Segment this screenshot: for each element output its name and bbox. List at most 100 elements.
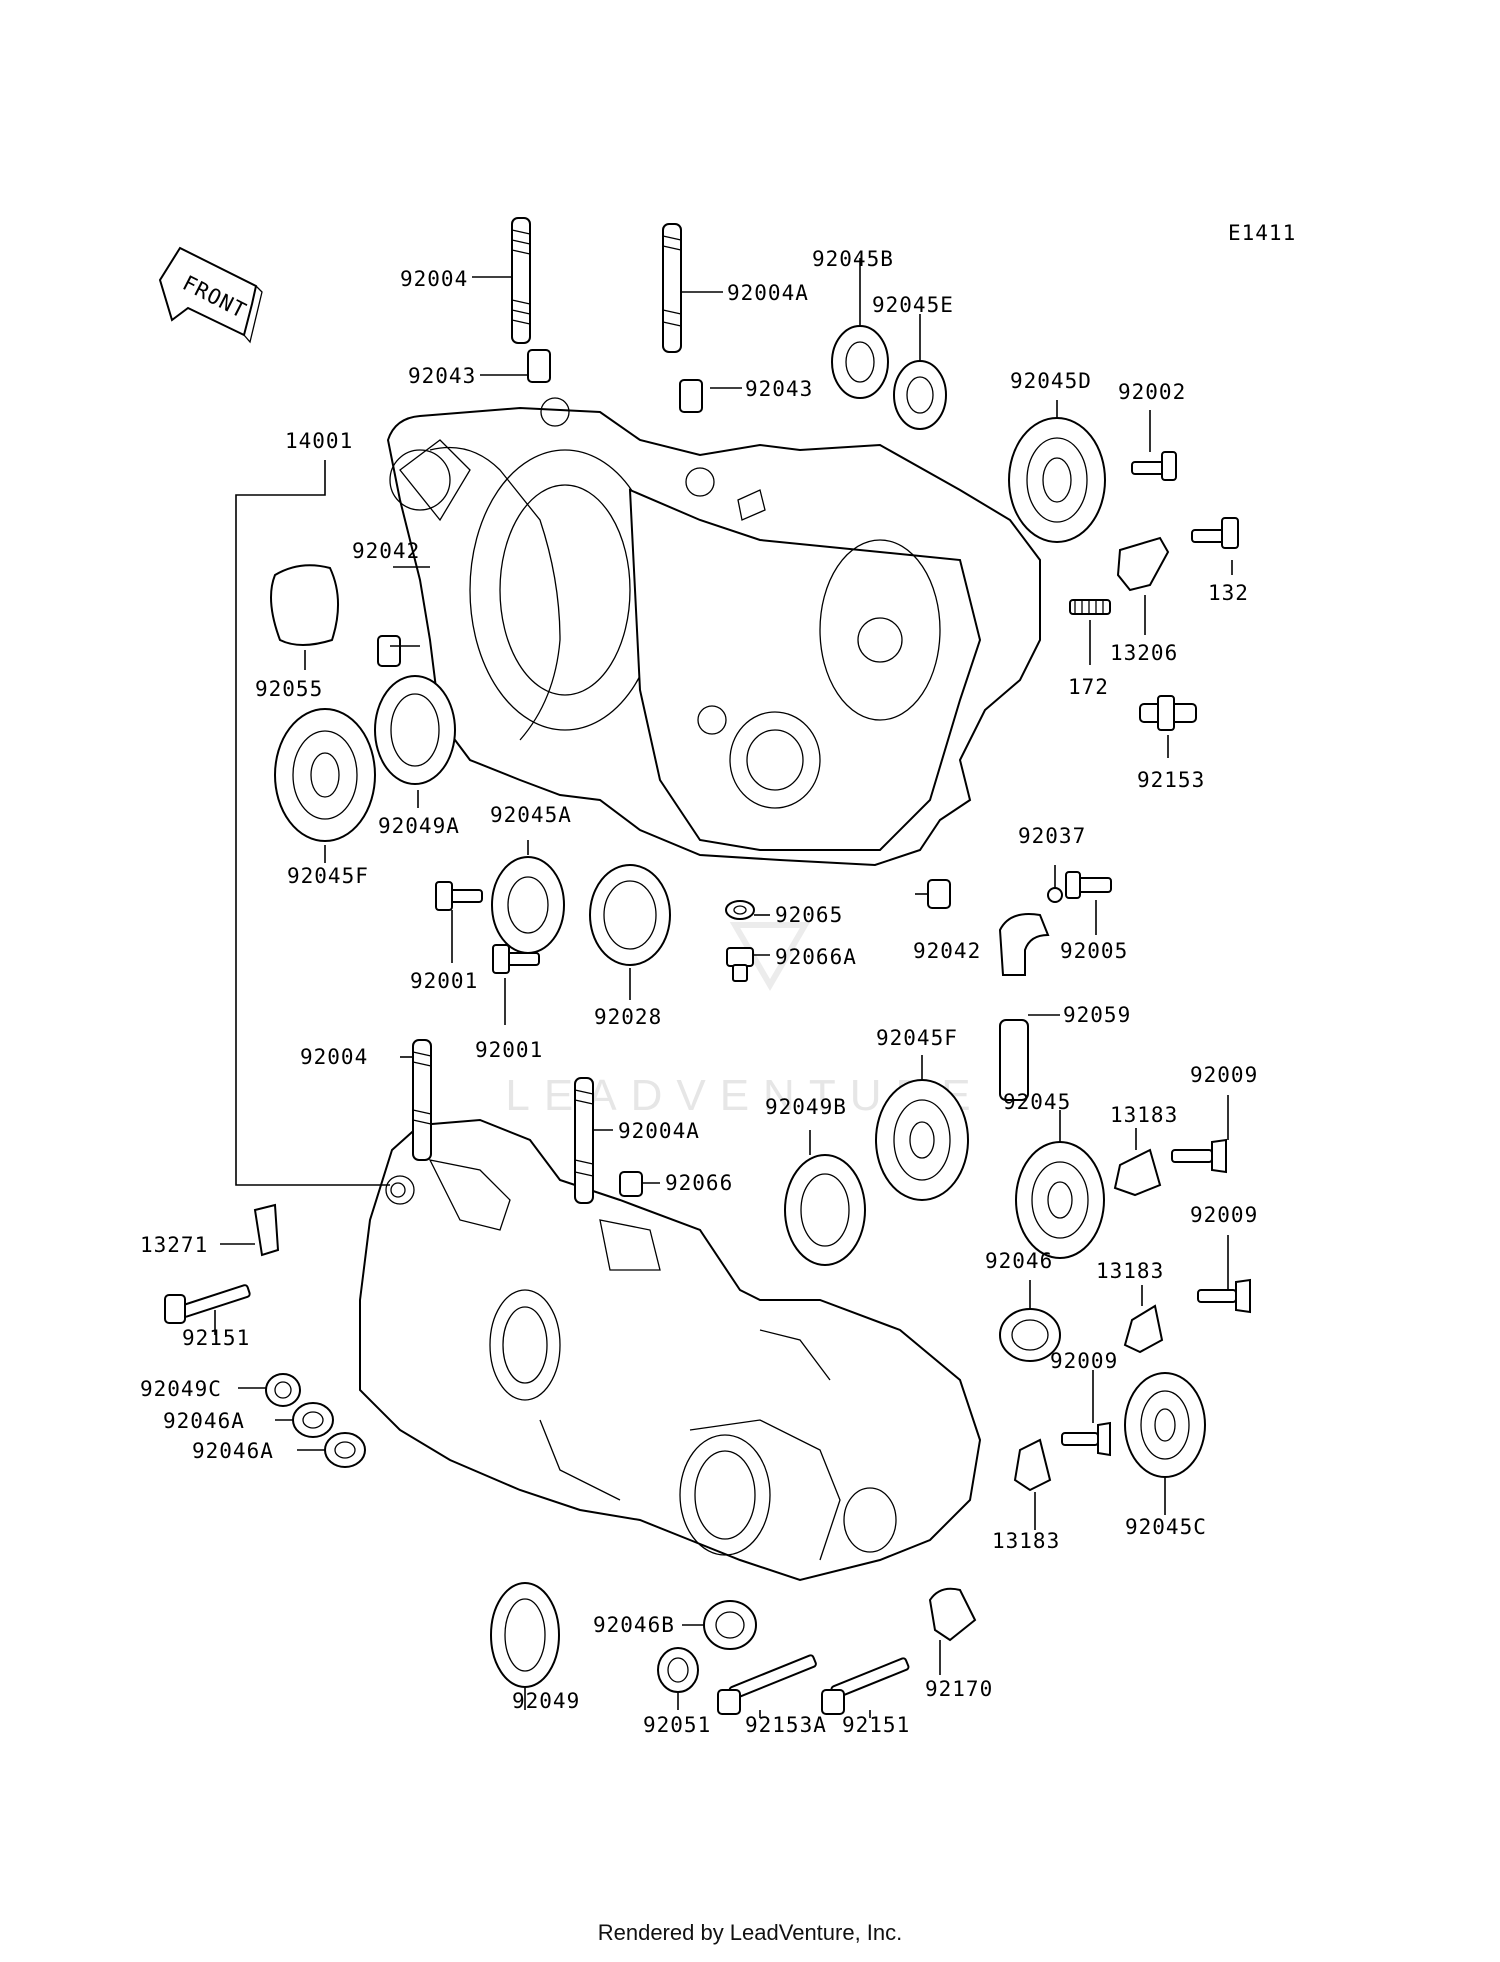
label-92051[interactable]: 92051 — [643, 1713, 711, 1737]
bracket-13206-icon — [1116, 536, 1170, 592]
bolt-132-icon — [1191, 517, 1239, 549]
label-92009-a[interactable]: 92009 — [1190, 1063, 1258, 1087]
bearing-92045-icon — [1015, 1141, 1105, 1259]
seal-92049-icon — [490, 1582, 560, 1688]
label-92043-b[interactable]: 92043 — [745, 377, 813, 401]
bearing-92045A-icon — [491, 856, 565, 954]
screw-92009-b-icon — [1197, 1278, 1251, 1314]
needle-bearing-92046-icon — [999, 1308, 1061, 1362]
footer-credit: Rendered by LeadVenture, Inc. — [597, 1920, 903, 1945]
label-92002[interactable]: 92002 — [1118, 380, 1186, 404]
label-92042-b[interactable]: 92042 — [913, 939, 981, 963]
label-92055[interactable]: 92055 — [255, 677, 323, 701]
label-92045F-b[interactable]: 92045F — [876, 1026, 958, 1050]
label-92004-top[interactable]: 92004 — [400, 267, 468, 291]
bracket-13183-c-icon — [1013, 1438, 1052, 1492]
diagram-code: E1411 — [1228, 221, 1296, 245]
label-92170[interactable]: 92170 — [925, 1677, 993, 1701]
label-13183-b[interactable]: 13183 — [1096, 1259, 1164, 1283]
label-92004A-bot[interactable]: 92004A — [618, 1119, 700, 1143]
label-92059[interactable]: 92059 — [1063, 1003, 1131, 1027]
label-92037[interactable]: 92037 — [1018, 824, 1086, 848]
label-132[interactable]: 132 — [1208, 581, 1249, 605]
label-92153A[interactable]: 92153A — [745, 1713, 827, 1737]
label-92151-a[interactable]: 92151 — [182, 1326, 250, 1350]
label-92065[interactable]: 92065 — [775, 903, 843, 927]
seal-92049B-icon — [784, 1154, 866, 1266]
label-92066[interactable]: 92066 — [665, 1171, 733, 1195]
bracket-13183-a-icon — [1113, 1148, 1162, 1197]
front-arrow-icon: FRONT — [158, 246, 263, 344]
label-92045D[interactable]: 92045D — [1010, 369, 1092, 393]
dowel-92066-icon — [619, 1171, 643, 1197]
label-92049B[interactable]: 92049B — [765, 1095, 847, 1119]
stud-92004A-top-icon — [662, 223, 682, 353]
label-92045[interactable]: 92045 — [1003, 1090, 1071, 1114]
seal-92049C-icon — [265, 1373, 301, 1407]
bolt-92153A-icon — [717, 1654, 817, 1715]
label-92046B[interactable]: 92046B — [593, 1613, 675, 1637]
label-92045B[interactable]: 92045B — [812, 247, 894, 271]
stud-92004A-bot-icon — [574, 1077, 594, 1204]
oring-92037-icon — [1047, 887, 1063, 903]
label-13183-c[interactable]: 13183 — [992, 1529, 1060, 1553]
label-92046A-b[interactable]: 92046A — [192, 1439, 274, 1463]
label-92043-a[interactable]: 92043 — [408, 364, 476, 388]
label-92042-a[interactable]: 92042 — [352, 539, 420, 563]
label-92045A[interactable]: 92045A — [490, 803, 572, 827]
label-13183-a[interactable]: 13183 — [1110, 1103, 1178, 1127]
label-92045E[interactable]: 92045E — [872, 293, 954, 317]
plug-92066A-icon — [726, 947, 754, 982]
label-92028[interactable]: 92028 — [594, 1005, 662, 1029]
hose-92059-icon — [998, 913, 1050, 1101]
bearing-92045F-b-icon — [875, 1079, 969, 1201]
label-92009-c[interactable]: 92009 — [1050, 1349, 1118, 1373]
label-92001-b[interactable]: 92001 — [475, 1038, 543, 1062]
dowel-92043-b-icon — [679, 379, 703, 413]
leader-lines — [214, 258, 1233, 1718]
bearing-92045D-icon — [1008, 417, 1106, 543]
label-92153[interactable]: 92153 — [1137, 768, 1205, 792]
screw-92009-c-icon — [1061, 1421, 1111, 1457]
bolt-92001-b-icon — [492, 944, 540, 974]
label-92009-b[interactable]: 92009 — [1190, 1203, 1258, 1227]
gasket-92055-icon — [270, 564, 340, 646]
bolt-92151-a-icon — [164, 1284, 251, 1324]
bearing-92045C-icon — [1124, 1372, 1206, 1478]
fitting-92153-icon — [1139, 695, 1197, 731]
stud-92004-top-icon — [511, 217, 531, 344]
bracket-13271-icon — [253, 1203, 280, 1257]
label-92001-a[interactable]: 92001 — [410, 969, 478, 993]
label-92004-bot[interactable]: 92004 — [300, 1045, 368, 1069]
bearing-92045B-icon — [831, 325, 889, 399]
spring-172-icon — [1069, 599, 1111, 615]
bolt-92001-a-icon — [435, 881, 483, 911]
label-92151-b[interactable]: 92151 — [842, 1713, 910, 1737]
label-13206[interactable]: 13206 — [1110, 641, 1178, 665]
upper-crankcase — [386, 397, 1041, 867]
part-labels: 92004 92004A 92045B 92045E 92043 92043 1… — [140, 247, 1258, 1737]
label-92066A[interactable]: 92066A — [775, 945, 857, 969]
stud-92004-bot-icon — [412, 1039, 432, 1161]
label-92049[interactable]: 92049 — [512, 1689, 580, 1713]
label-92046A-a[interactable]: 92046A — [163, 1409, 245, 1433]
label-92046[interactable]: 92046 — [985, 1249, 1053, 1273]
label-92004A-top[interactable]: 92004A — [727, 281, 809, 305]
needle-92046A-b-icon — [324, 1432, 366, 1468]
label-92049C[interactable]: 92049C — [140, 1377, 222, 1401]
bolt-92151-b-icon — [821, 1657, 910, 1715]
label-92005[interactable]: 92005 — [1060, 939, 1128, 963]
label-92045C[interactable]: 92045C — [1125, 1515, 1207, 1539]
fitting-92005-icon — [1065, 871, 1112, 899]
label-172[interactable]: 172 — [1068, 675, 1109, 699]
label-14001[interactable]: 14001 — [285, 429, 353, 453]
label-13271[interactable]: 13271 — [140, 1233, 208, 1257]
screw-92009-a-icon — [1171, 1138, 1227, 1174]
label-92045F-a[interactable]: 92045F — [287, 864, 369, 888]
label-92049A[interactable]: 92049A — [378, 814, 460, 838]
dowel-92043-a-icon — [527, 349, 551, 383]
bearing-92045F-a-icon — [274, 708, 376, 842]
needle-92046A-a-icon — [292, 1402, 334, 1438]
washer-92065-icon — [725, 900, 755, 920]
